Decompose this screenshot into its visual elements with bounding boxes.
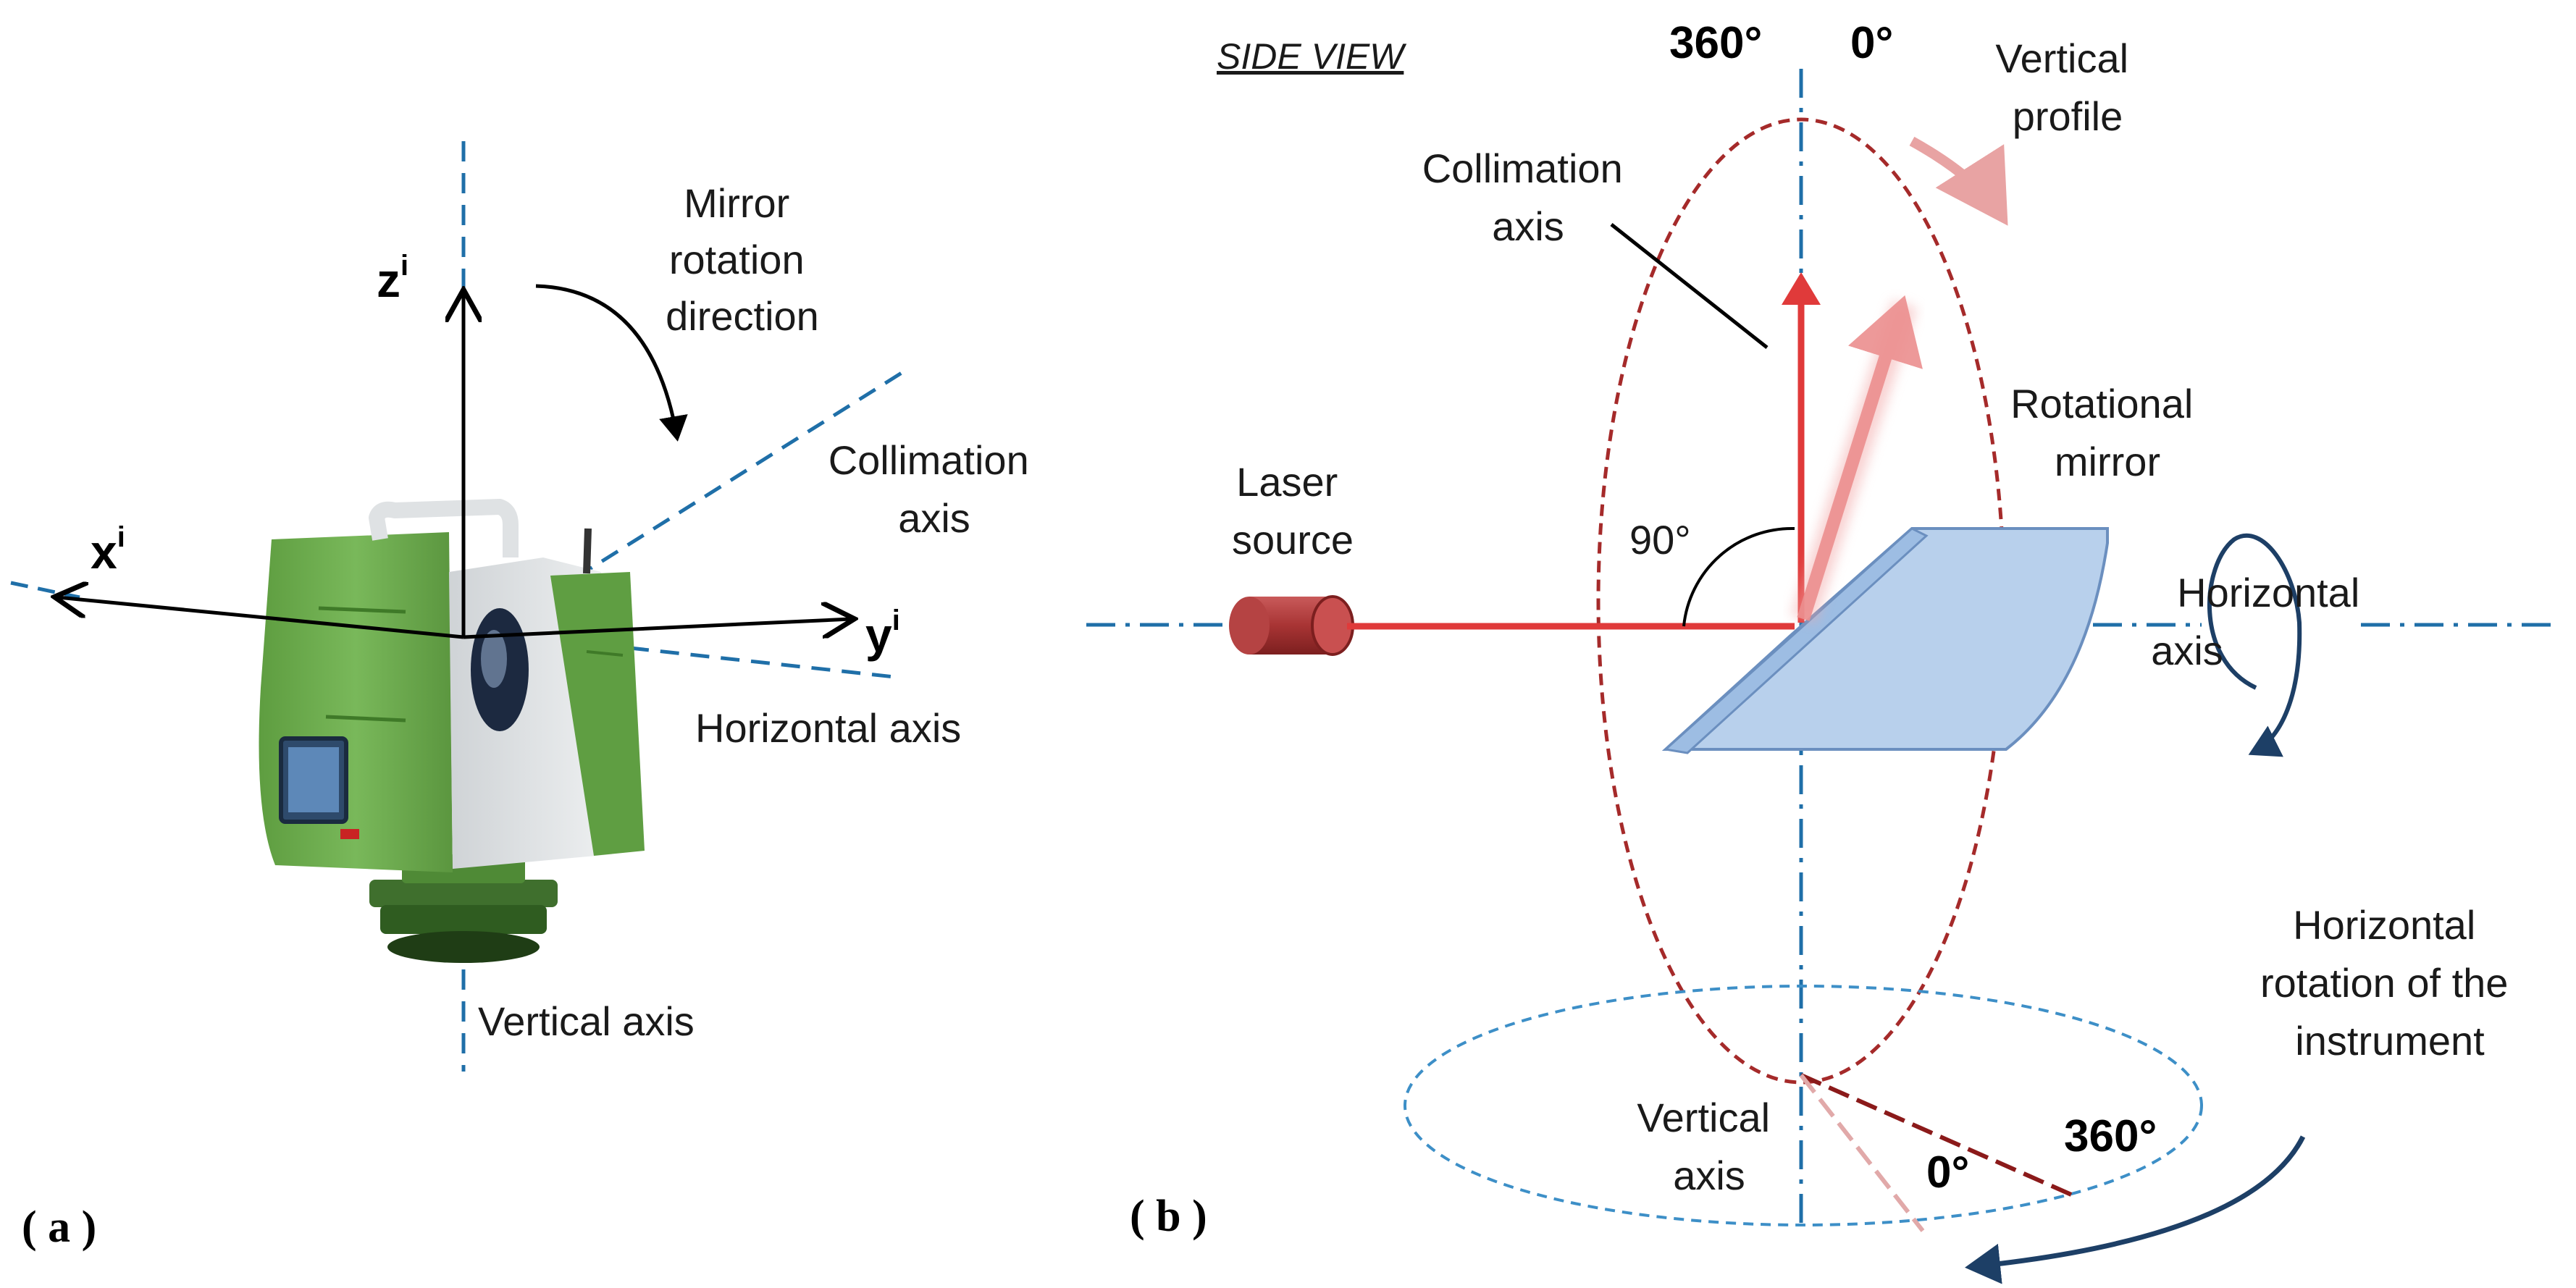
angle-90-label: 90° [1629, 517, 1691, 563]
horizontal-rotation-ellipse [1404, 985, 2203, 1226]
instrument-rotation-arrow [1965, 1135, 2306, 1284]
panel-b: SIDE VIEW [1086, 18, 2556, 1284]
ray-0 [1799, 1074, 1925, 1232]
collimation-axis-label-b: Collimation axis [1422, 146, 1635, 249]
bottom-0-label: 0° [1926, 1148, 1969, 1197]
panel-a: zi xi yi Mirror rotation direction Colli… [10, 141, 1041, 1252]
laser-source-label: Laser source [1232, 459, 1354, 563]
laser-beam-rotated [1797, 295, 1923, 621]
rotational-mirror [1661, 527, 2109, 754]
laser-scanner-illustration [259, 499, 645, 963]
vertical-profile-label: Vertical profile [1995, 35, 2139, 139]
y-axis-label: yi [865, 605, 900, 662]
horizontal-axis-label-a: Horizontal axis [695, 705, 961, 751]
ray-360 [1800, 1073, 2073, 1197]
vertical-axis-label-a: Vertical axis [478, 998, 695, 1044]
mirror-rotation-label: Mirror rotation direction [666, 180, 819, 339]
horizontal-axis-line [629, 646, 895, 679]
horizontal-axis-rotation-arrow [2207, 533, 2302, 757]
x-axis-dashed-line [10, 581, 80, 599]
z-axis-label: zi [377, 250, 408, 307]
side-view-label: SIDE VIEW [1217, 36, 1407, 77]
x-axis-arrow [58, 597, 464, 639]
top-0-label: 0° [1850, 18, 1893, 68]
laser-source-cylinder [1229, 595, 1354, 656]
x-axis-label: xi [91, 521, 125, 578]
bottom-360-label: 360° [2064, 1111, 2157, 1161]
rotational-mirror-label: Rotational mirror [2010, 381, 2204, 484]
collimation-axis-label-a: Collimation axis [828, 437, 1041, 541]
panel-a-label: ( a ) [22, 1203, 96, 1252]
collimation-pointer-line [1610, 223, 1769, 349]
top-360-label: 360° [1669, 18, 1762, 68]
horizontal-rotation-label: Horizontal rotation of the instrument [2260, 902, 2520, 1064]
panel-b-label: ( b ) [1130, 1192, 1207, 1241]
vertical-profile-arrow [1909, 136, 2008, 226]
collimation-axis-line [549, 371, 903, 596]
horizontal-axis-label-b: Horizontal axis [2151, 570, 2371, 673]
angle-90-arc [1682, 526, 1795, 627]
vertical-axis-label-b: Vertical axis [1637, 1095, 1781, 1198]
y-axis-arrow [463, 619, 851, 639]
mirror-rotation-arrow [535, 284, 688, 442]
